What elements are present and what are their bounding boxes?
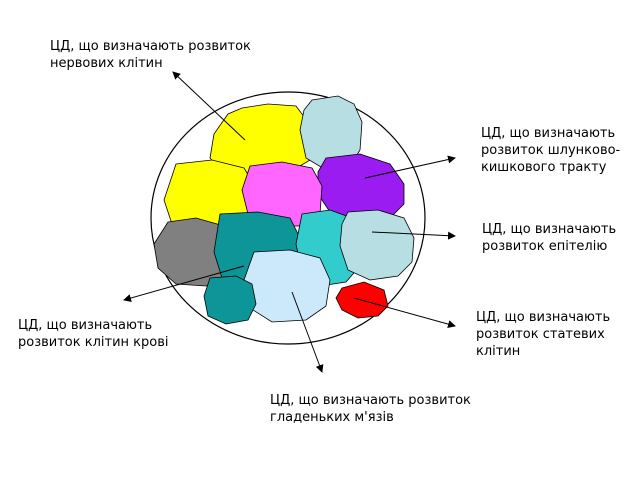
label-epithelium: ЦД, що визначають розвиток епітелію [482,222,617,254]
arrow-gi [364,155,456,179]
label-germ-cells: ЦД, що визначають розвиток статевих кліт… [476,310,611,359]
arrow-smooth-muscle [291,291,324,373]
pale-blue-cell [243,249,331,323]
blue-gray-cell-right [339,209,415,281]
label-blood-cells: ЦД, що визначають розвиток клітин крові [18,318,169,350]
arrow-nerve [172,71,246,141]
arrow-germ [353,297,456,328]
teal-cell-small [203,275,257,325]
arrow-epithelium [371,231,456,240]
arrow-blood [123,265,245,302]
label-smooth-muscle: ЦД, що визначають розвиток гладеньких м'… [270,393,471,425]
label-nerve-cells: ЦД, що визначають розвиток нервових кліт… [50,39,251,71]
label-gastrointestinal: ЦД, що визначають розвиток шлунково- киш… [481,126,621,175]
